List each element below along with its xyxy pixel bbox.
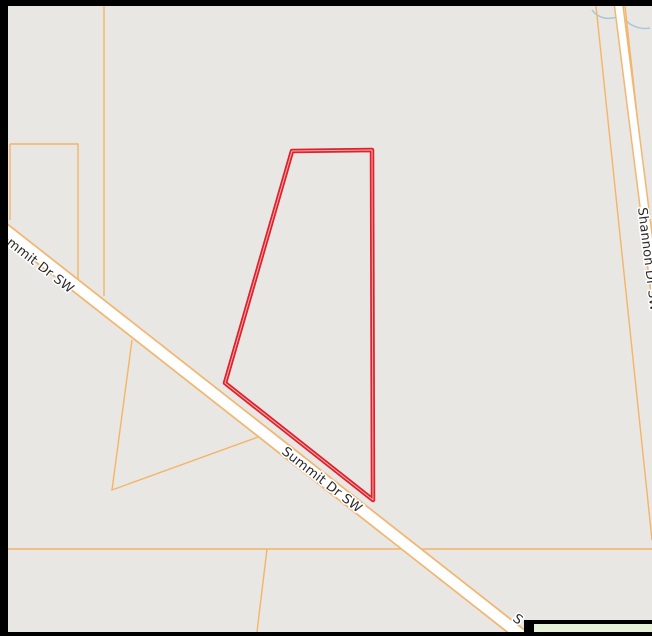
frame-notch	[524, 620, 534, 636]
frame-notch-top	[524, 620, 652, 624]
selected-parcel[interactable]	[222, 147, 376, 503]
summit-road	[8, 223, 529, 632]
park-area	[533, 624, 652, 632]
shannon-road	[613, 6, 652, 307]
